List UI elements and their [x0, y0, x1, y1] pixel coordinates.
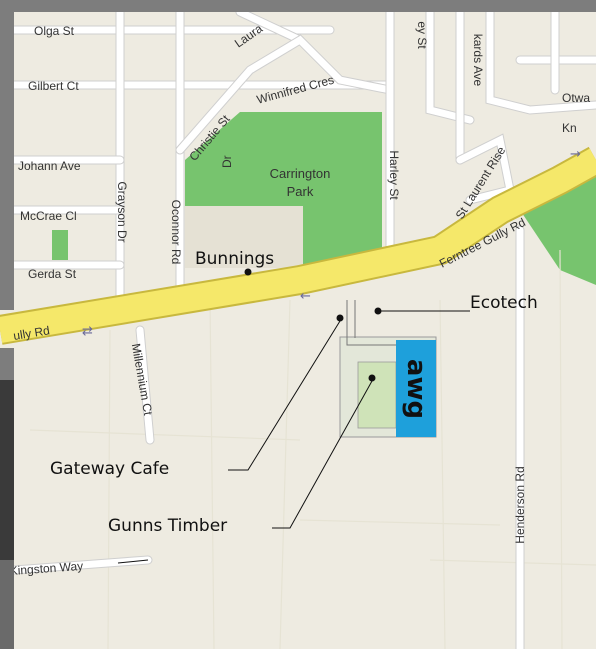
park-label: Carrington Park — [270, 166, 331, 199]
svg-text:⇄: ⇄ — [82, 324, 93, 339]
svg-text:→: → — [570, 147, 581, 162]
label-otwa: Otwa — [562, 91, 590, 105]
awg-logo: awg — [396, 340, 436, 437]
label-grayson-dr: Grayson Dr — [115, 181, 129, 242]
label-dr-top: Dr — [220, 155, 234, 168]
ferntree-gully-road — [0, 146, 596, 345]
bunnings-lot — [185, 206, 303, 268]
label-oconnor-rd: Oconnor Rd — [169, 200, 183, 265]
bunnings-marker — [244, 268, 252, 276]
label-gerda-st: Gerda St — [28, 267, 77, 281]
label-ully-rd: ully Rd — [12, 323, 50, 343]
ecotech-marker — [374, 307, 382, 315]
svg-text:Park: Park — [287, 184, 314, 199]
label-kingston-way: Kingston Way — [9, 559, 83, 578]
park-area-east — [520, 165, 596, 285]
gunns-timber-marker — [368, 374, 376, 382]
label-kards-ave: kards Ave — [471, 34, 485, 87]
park-strip-west — [52, 230, 68, 260]
label-gilbert-ct: Gilbert Ct — [28, 79, 79, 93]
label-ecotech: Ecotech — [470, 293, 538, 313]
road-direction-arrows: ← ⇄ → — [82, 147, 581, 339]
label-kn: Kn — [562, 121, 577, 135]
awg-logo-text: awg — [401, 358, 431, 419]
label-bunnings: Bunnings — [195, 249, 274, 269]
label-mccrae-cl: McCrae Cl — [20, 209, 77, 223]
svg-text:Carrington: Carrington — [270, 166, 331, 181]
label-gunns-timber: Gunns Timber — [108, 516, 227, 536]
label-harley-st: Harley St — [387, 150, 401, 200]
label-henderson-rd: Henderson Rd — [513, 466, 527, 543]
callouts: Bunnings Ecotech Gateway Cafe Gunns Timb… — [50, 249, 538, 564]
label-ey-st: ey St — [415, 21, 429, 49]
minor-streets — [9, 12, 596, 649]
carrington-park-area — [185, 112, 382, 268]
svg-text:←: ← — [300, 289, 311, 304]
gateway-cafe-marker — [336, 314, 344, 322]
label-gateway-cafe: Gateway Cafe — [50, 459, 169, 479]
label-olga-st: Olga St — [34, 24, 75, 38]
label-johann-ave: Johann Ave — [18, 159, 81, 173]
property-tracks — [29, 249, 596, 649]
kingston-way-marker — [117, 559, 149, 564]
